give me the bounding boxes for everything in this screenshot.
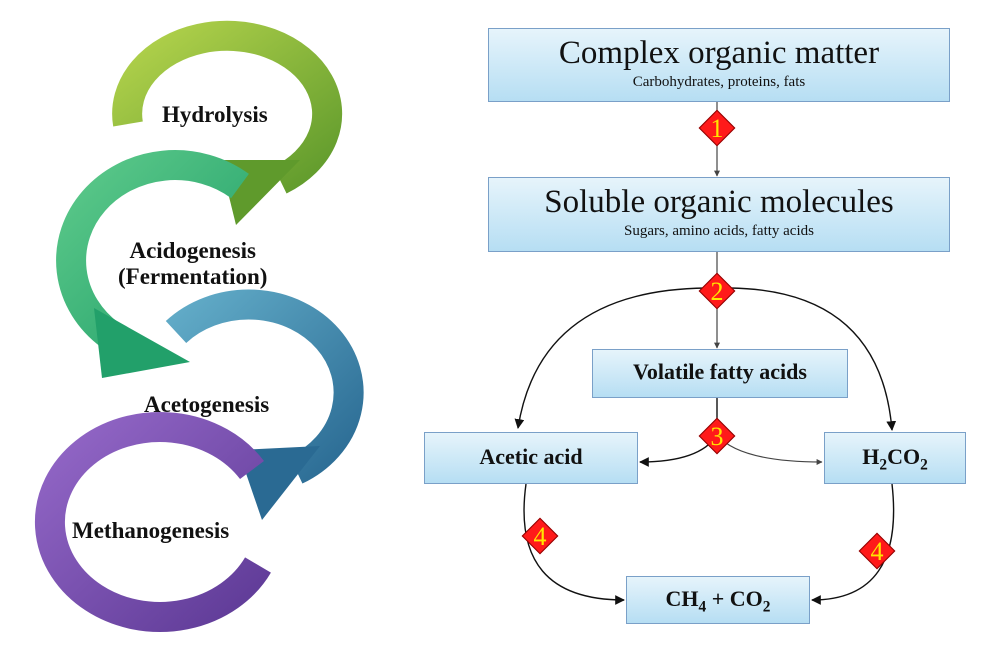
connector-4-right	[811, 483, 895, 605]
h2co2-h: H	[862, 444, 880, 469]
soluble-organic-molecules-box: Soluble organic molecules Sugars, amino …	[488, 177, 950, 252]
product-co: + CO	[706, 586, 763, 611]
acidogenesis-arrowhead	[94, 308, 190, 378]
step-number-4-left: 4	[533, 522, 547, 551]
methanogenesis-arrow	[34, 412, 271, 632]
complex-organic-matter-box: Complex organic matter Carbohydrates, pr…	[488, 28, 950, 102]
step-number-1: 1	[710, 114, 724, 143]
complex-subtitle: Carbohydrates, proteins, fats	[632, 74, 806, 90]
product-sub1: 4	[698, 598, 707, 616]
acetogenesis-arrow	[165, 289, 364, 484]
connector-2-right	[729, 287, 897, 431]
acetogenesis-label: Acetogenesis	[144, 392, 270, 417]
acetic-title: Acetic acid	[479, 444, 583, 469]
vfa-title: Volatile fatty acids	[633, 359, 807, 384]
connector-2-left	[514, 287, 707, 429]
h2co2-box: H2CO2	[824, 432, 966, 484]
product-sub2: 2	[762, 598, 771, 616]
h2co2-sub1: 2	[879, 456, 888, 474]
h2co2-co: CO	[887, 444, 921, 469]
methanogenesis-label: Methanogenesis	[72, 518, 230, 543]
step-number-3: 3	[710, 422, 724, 451]
step-number-2: 2	[710, 277, 724, 306]
complex-title: Complex organic matter	[558, 35, 880, 71]
h2co2-title: H2CO2	[825, 444, 965, 474]
product-title: CH4 + CO2	[627, 586, 809, 616]
hydrolysis-label: Hydrolysis	[162, 102, 268, 127]
acidogenesis-label: Acidogenesis (Fermentation)	[118, 238, 267, 291]
h2co2-sub2: 2	[920, 456, 928, 474]
hydrolysis-arrow	[112, 20, 343, 194]
acidogenesis-label-line2: (Fermentation)	[118, 264, 268, 290]
soluble-title: Soluble organic molecules	[544, 184, 894, 220]
cycle-diagram	[34, 20, 364, 632]
volatile-fatty-acids-box: Volatile fatty acids	[592, 349, 848, 398]
connector-4-left	[523, 483, 625, 605]
acetic-acid-box: Acetic acid	[424, 432, 638, 484]
acidogenesis-arrow	[56, 150, 249, 348]
ch4-co2-box: CH4 + CO2	[626, 576, 810, 624]
product-ch: CH	[665, 586, 699, 611]
acidogenesis-label-line1: Acidogenesis	[129, 238, 256, 263]
step-number-4-right: 4	[870, 537, 884, 566]
soluble-subtitle: Sugars, amino acids, fatty acids	[624, 223, 814, 239]
